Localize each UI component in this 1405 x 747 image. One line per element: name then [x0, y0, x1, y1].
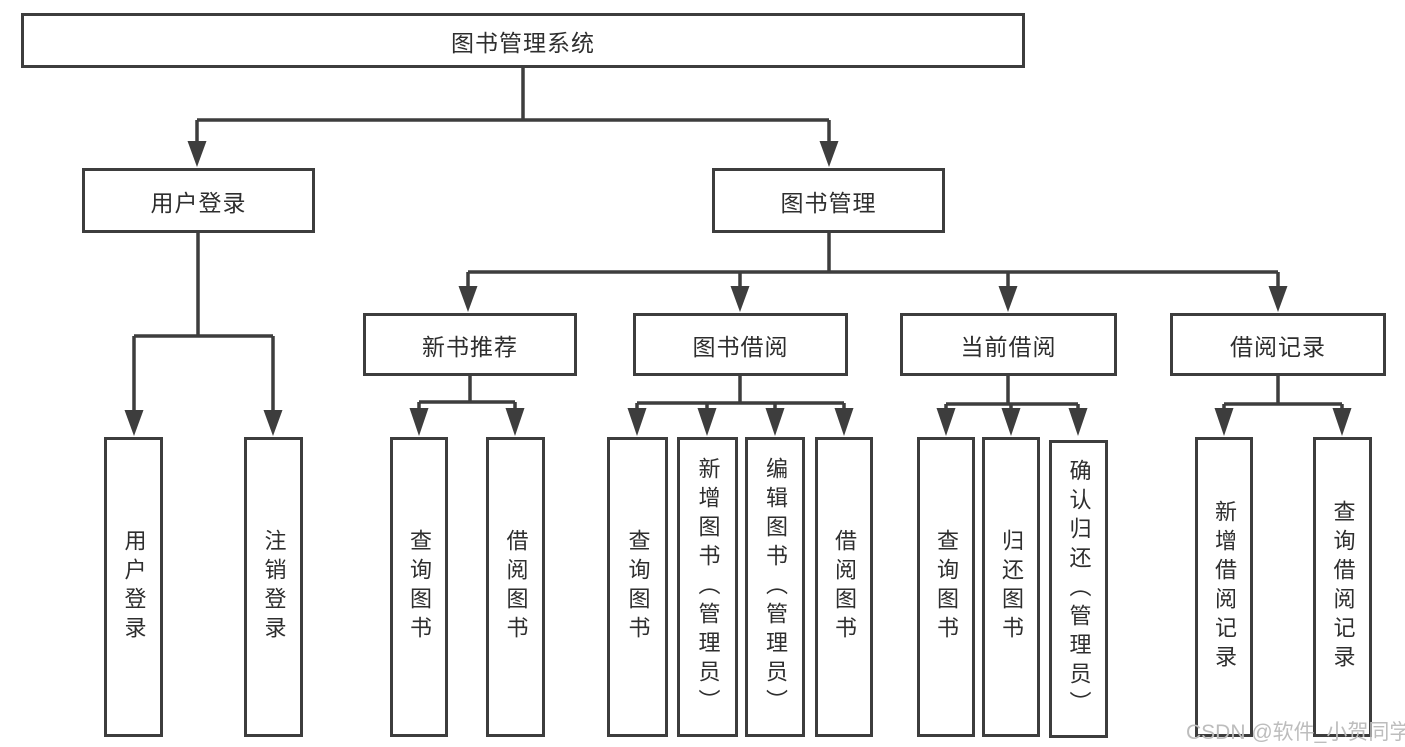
leaf-cb-return-books: 归还图书 [982, 437, 1040, 737]
leaf-nbr-borrow-books: 借阅图书 [486, 437, 545, 737]
leaf-br-add-record-label: 新增借阅记录 [1212, 500, 1237, 674]
leaf-user-login: 用户登录 [104, 437, 163, 737]
leaf-nbr-query-books: 查询图书 [390, 437, 448, 737]
leaf-br-query-record-label: 查询借阅记录 [1330, 500, 1356, 674]
arrowheads [124, 141, 1352, 436]
leaf-bb-add-books-admin-label: 新增图书（管理员） [695, 456, 721, 718]
connector-userlogin-leaves [132, 233, 275, 411]
connector-root-level2 [195, 68, 831, 142]
leaf-cb-query-books: 查询图书 [917, 437, 975, 737]
leaf-br-query-record: 查询借阅记录 [1313, 437, 1372, 737]
connector-current-leaves [944, 376, 1080, 410]
leaf-cb-confirm-return-admin-label: 确认归还（管理员） [1066, 458, 1092, 720]
connector-bookmgmt-level3 [466, 233, 1280, 288]
node-root-system: 图书管理系统 [21, 13, 1025, 68]
leaf-nbr-borrow-books-label: 借阅图书 [503, 529, 529, 645]
node-current-borrowing: 当前借阅 [900, 313, 1117, 376]
leaf-br-add-record: 新增借阅记录 [1195, 437, 1253, 737]
connector-borrowing-leaves [635, 376, 846, 410]
leaf-bb-borrow-books-label: 借阅图书 [832, 529, 857, 645]
leaf-user-login-label: 用户登录 [121, 529, 147, 645]
leaf-logout: 注销登录 [244, 437, 303, 737]
leaf-cb-confirm-return-admin: 确认归还（管理员） [1049, 440, 1108, 738]
leaf-bb-query-books: 查询图书 [607, 437, 668, 737]
leaf-bb-edit-books-admin-label: 编辑图书（管理员） [763, 456, 788, 718]
node-book-borrowing: 图书借阅 [633, 313, 848, 376]
leaf-nbr-query-books-label: 查询图书 [407, 529, 432, 645]
connector-records-leaves [1222, 376, 1344, 410]
leaf-bb-borrow-books: 借阅图书 [815, 437, 873, 737]
node-user-login: 用户登录 [82, 168, 315, 233]
leaf-cb-return-books-label: 归还图书 [999, 529, 1024, 645]
leaf-logout-label: 注销登录 [261, 529, 287, 645]
node-book-management: 图书管理 [712, 168, 945, 233]
connector-newbook-leaves [417, 376, 517, 410]
node-borrowing-records: 借阅记录 [1170, 313, 1386, 376]
csdn-watermark: CSDN @软件_小贺同学 [1186, 721, 1405, 744]
leaf-bb-add-books-admin: 新增图书（管理员） [677, 437, 738, 737]
node-new-book-recommend: 新书推荐 [363, 313, 577, 376]
leaf-bb-edit-books-admin: 编辑图书（管理员） [745, 437, 805, 737]
leaf-bb-query-books-label: 查询图书 [625, 529, 651, 645]
leaf-cb-query-books-label: 查询图书 [934, 529, 959, 645]
